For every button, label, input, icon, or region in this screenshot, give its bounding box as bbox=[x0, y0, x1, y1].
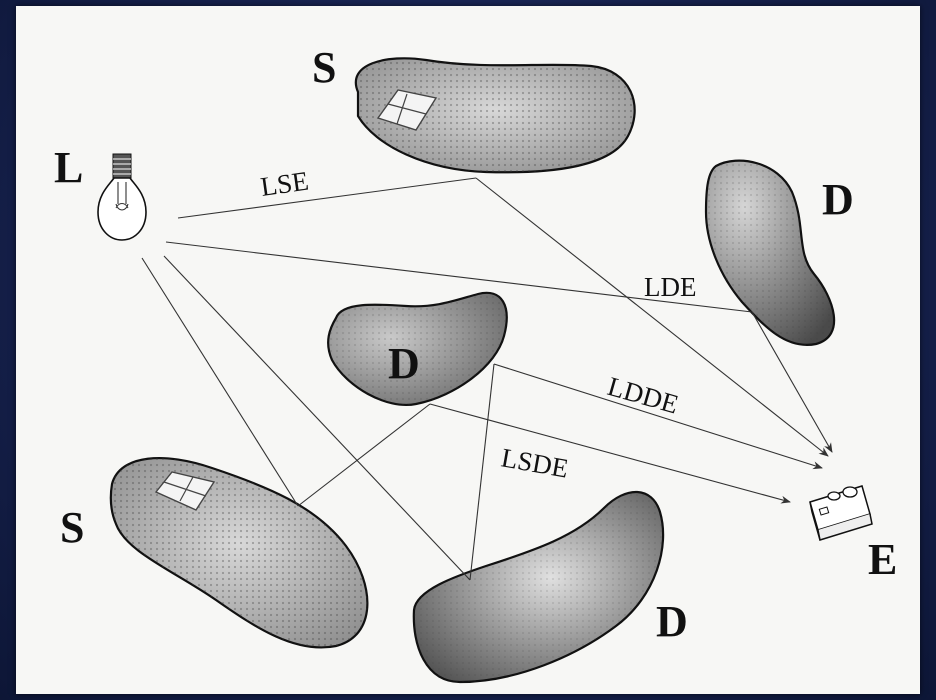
ray-diffuse-bottom-to-diffuse-center bbox=[470, 364, 494, 580]
node-label-diffuse-bottom: D bbox=[656, 597, 688, 646]
node-label-diffuse-center: D bbox=[388, 339, 420, 388]
specular-surface-top bbox=[356, 58, 635, 172]
camera-icon bbox=[810, 486, 872, 540]
diffuse-surface-bottom bbox=[414, 492, 663, 682]
node-label-diffuse-right: D bbox=[822, 175, 854, 224]
path-diagram: L S D D S D E LSE LDE LDDE LSDE bbox=[16, 6, 920, 694]
light-bulb-icon bbox=[98, 154, 146, 240]
node-label-specular-top: S bbox=[312, 43, 336, 92]
ray-light-to-specular-top bbox=[178, 178, 476, 218]
path-label-ldde: LDDE bbox=[604, 371, 681, 420]
specular-surface-bottom bbox=[111, 458, 368, 647]
path-label-lde: LDE bbox=[644, 272, 696, 302]
diagram-panel: L S D D S D E LSE LDE LDDE LSDE bbox=[16, 6, 920, 694]
node-label-eye: E bbox=[868, 535, 897, 584]
diffuse-surface-right bbox=[706, 161, 834, 345]
node-label-specular-bottom: S bbox=[60, 503, 84, 552]
path-label-lse: LSE bbox=[259, 166, 311, 202]
path-label-lsde: LSDE bbox=[499, 442, 571, 483]
node-label-light: L bbox=[54, 143, 83, 192]
